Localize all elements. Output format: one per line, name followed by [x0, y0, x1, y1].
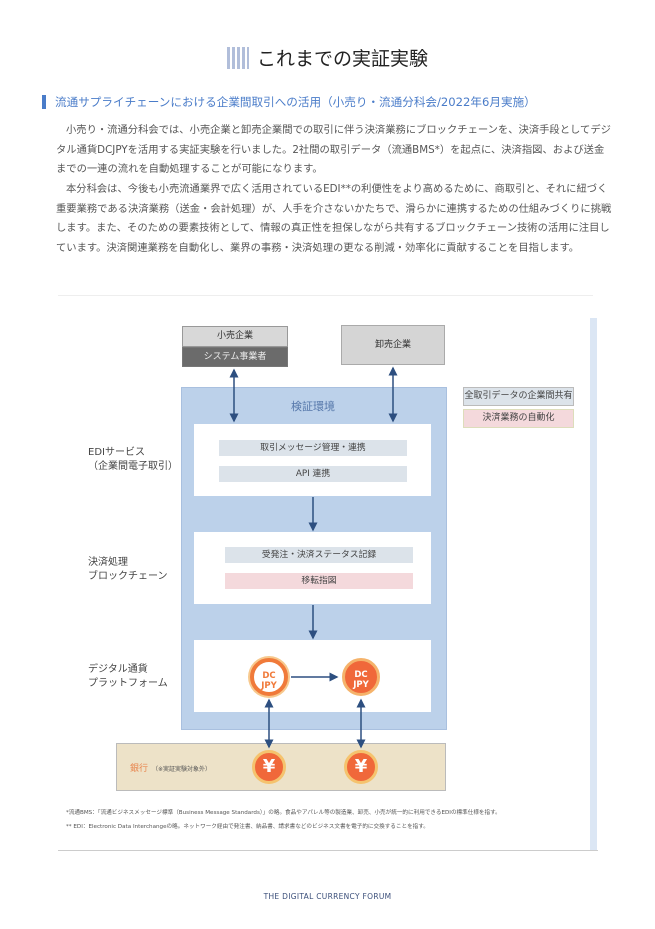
digital-currency-layer-box	[194, 640, 431, 712]
side-accent-bar	[590, 318, 597, 850]
layer-bar: 移転指図	[225, 573, 413, 589]
yen-coin-icon: ¥	[252, 750, 286, 784]
system-vendor-box: システム事業者	[182, 347, 288, 367]
layer-bar: 取引メッセージ管理・連携	[219, 440, 407, 456]
wholesale-company-box: 卸売企業	[341, 325, 445, 365]
paragraph: 本分科会は、今後も小売流通業界で広く活用されているEDI**の利便性をより高める…	[56, 183, 612, 254]
layer-label-blockchain: 決済処理ブロックチェーン	[88, 557, 168, 582]
title-grid-icon	[226, 47, 249, 69]
footer: THE DIGITAL CURRENCY FORUM	[263, 892, 392, 901]
bank-label: 銀行（※実証実験対象外）	[130, 764, 212, 774]
layer-label-edi: EDIサービス（企業間電子取引）	[88, 447, 178, 472]
legend-automation: 決済業務の自動化	[463, 409, 574, 428]
divider	[58, 295, 593, 296]
divider	[58, 850, 598, 851]
footnote: ** EDI：Electronic Data Interchangeの略。ネット…	[66, 824, 429, 830]
retail-company-box: 小売企業	[182, 326, 288, 347]
layer-bar: API 連携	[219, 466, 407, 482]
paragraph: 小売り・流通分科会では、小売企業と卸売企業間での取引に伴う決済業務にブロックチェ…	[56, 124, 611, 176]
page-title-text: これまでの実証実験	[256, 48, 428, 70]
yen-coin-icon: ¥	[344, 750, 378, 784]
legend-data-sharing: 全取引データの企業間共有	[463, 387, 574, 406]
layer-bar: 受発注・決済ステータス記録	[225, 547, 413, 563]
footnote: *流通BMS：「流通ビジネスメッセージ標準（Business Message S…	[66, 810, 501, 816]
layer-label-platform: デジタル通貨プラットフォーム	[88, 664, 168, 689]
page-title: これまでの実証実験	[0, 44, 655, 71]
section-heading: 流通サプライチェーンにおける企業間取引への活用（小売り・流通分科会/2022年6…	[42, 95, 536, 109]
verification-environment-label: 検証環境	[291, 400, 335, 413]
blockchain-layer-box: 受発注・決済ステータス記録 移転指図	[194, 532, 431, 604]
edi-layer-box: 取引メッセージ管理・連携 API 連携	[194, 424, 431, 496]
